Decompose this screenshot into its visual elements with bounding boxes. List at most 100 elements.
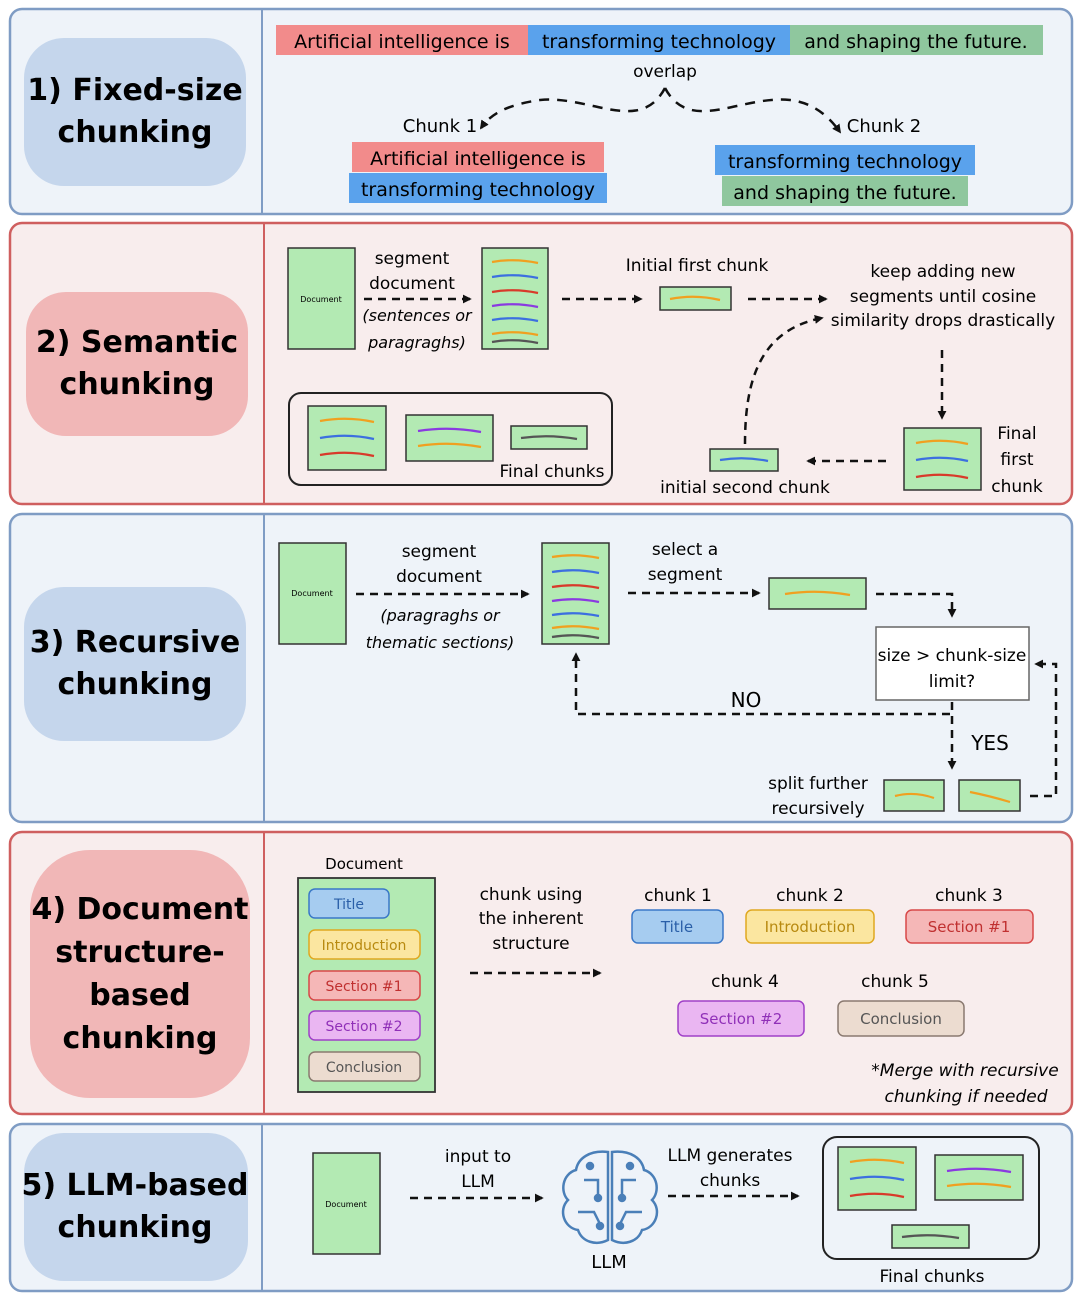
chunk-3-section-1-text: Section #1 — [928, 918, 1011, 936]
chunk-line — [915, 456, 969, 463]
llm-final-chunk-3 — [891, 1224, 970, 1249]
segment-line — [551, 625, 600, 631]
select-label-2: segment — [648, 565, 723, 585]
section-5-title-line2: chunking — [58, 1210, 213, 1245]
section-4-title-line1: 4) Document — [32, 892, 249, 927]
section-5-title-line1: 5) LLM-based — [22, 1168, 249, 1203]
final-first-chunk-box — [903, 427, 982, 491]
arrow-no-loop — [571, 652, 954, 716]
input-label-2: LLM — [461, 1172, 495, 1192]
no-label: NO — [731, 688, 762, 712]
highlight-green — [790, 25, 1043, 55]
split-label-1: split further — [768, 774, 868, 794]
chunk-1-line-2: transforming technology — [361, 179, 595, 201]
segment-line — [491, 303, 539, 309]
keep-line-3: similarity drops drastically — [831, 311, 1055, 331]
chunk-2-highlight-green — [722, 176, 968, 206]
section-4-title-line3: based — [89, 978, 190, 1013]
segment-label-2: document — [369, 274, 455, 294]
doc-item-introduction — [308, 929, 421, 960]
chunk-line — [520, 435, 578, 441]
split-chunk-1 — [883, 779, 945, 812]
chunk-5-conclusion — [837, 1000, 965, 1037]
section-4-title-line2: structure- — [55, 935, 224, 970]
select-label-1: select a — [652, 540, 718, 560]
section-2-title-line1: 2) Semantic — [36, 325, 238, 360]
section-document-structure: 4) Document structure- based chunking Do… — [8, 830, 1074, 1116]
chunk-1-line-1: Artificial intelligence is — [370, 148, 586, 170]
final-chunk-3 — [510, 425, 588, 450]
section-1-label-bubble — [24, 38, 246, 186]
chunk-line — [946, 1167, 1012, 1174]
chunk-1-title-text: Title — [660, 918, 693, 936]
chunk-line — [319, 417, 375, 424]
section-llm-based: 5) LLM-based chunking Document input to … — [8, 1122, 1074, 1293]
arrow-selected-to-decision — [876, 592, 957, 618]
chunk-line — [849, 1158, 905, 1165]
segment-line — [491, 289, 539, 295]
overlap-arrow-left — [479, 87, 667, 130]
overlap-label: overlap — [633, 62, 697, 82]
chunk-2-line-2: and shaping the future. — [733, 182, 956, 204]
chunk-5-conclusion-text: Conclusion — [860, 1010, 942, 1028]
initial-second-chunk-label: initial second chunk — [660, 478, 830, 498]
chunk-line — [719, 457, 769, 463]
sentence-part-3: and shaping the future. — [804, 31, 1027, 53]
doc-item-title-text: Title — [333, 897, 364, 913]
section-4-title-line4: chunking — [63, 1021, 218, 1056]
section-1-title-line1: 1) Fixed-size — [27, 73, 242, 108]
arrow-second-loop — [743, 314, 824, 445]
doc-item-section-1 — [308, 970, 421, 1001]
chunk-2-line-1: transforming technology — [728, 151, 962, 173]
segment-paren-1: (sentences or — [362, 306, 473, 325]
segment-line — [551, 584, 600, 590]
keep-line-2: segments until cosine — [850, 287, 1036, 307]
final-first-line-3: chunk — [991, 477, 1043, 497]
chunk-5-label: chunk 5 — [861, 972, 929, 992]
final-chunks-group — [288, 392, 613, 486]
document-box-label: Document — [300, 295, 341, 304]
chunk-2-introduction-text: Introduction — [765, 918, 856, 936]
llm-final-chunk-1 — [837, 1146, 917, 1211]
document-box — [278, 542, 347, 645]
chunk-line — [849, 1175, 905, 1182]
segment-paren-2: thematic sections) — [366, 633, 514, 652]
highlight-red — [276, 25, 528, 55]
doc-item-section-1-text: Section #1 — [325, 979, 402, 995]
segment-line — [784, 590, 851, 597]
final-first-line-2: first — [1000, 450, 1034, 470]
segment-line — [551, 554, 600, 560]
doc-item-title — [308, 888, 390, 919]
section-recursive: 3) Recursive chunking Document segment d… — [8, 512, 1074, 824]
segment-line — [551, 598, 600, 604]
arrow-recurse-back — [1030, 659, 1058, 798]
llm-final-chunks-group — [822, 1136, 1040, 1260]
llm-final-chunks-label: Final chunks — [880, 1267, 985, 1287]
segment-label-2: document — [396, 567, 482, 587]
chunk-1-title — [631, 909, 724, 944]
section-1-title-line2: chunking — [58, 115, 213, 150]
segment-label-1: segment — [402, 542, 477, 562]
chunk-line — [915, 439, 969, 446]
sentence-part-1: Artificial intelligence is — [294, 31, 510, 53]
chunk-using-line-3: structure — [492, 934, 569, 954]
chunk-line — [417, 442, 482, 449]
selected-segment-box — [768, 577, 867, 610]
overlap-arrow-right — [663, 87, 842, 134]
segment-line — [551, 634, 600, 640]
document-box — [287, 247, 356, 350]
chunk-4-label: chunk 4 — [711, 972, 779, 992]
chunk-line — [946, 1182, 1012, 1189]
section-4-label-bubble — [30, 850, 250, 1098]
decision-line-1: size > chunk-size — [878, 646, 1027, 666]
doc-structure-title: Document — [325, 855, 403, 873]
chunk-4-section-2-text: Section #2 — [700, 1010, 783, 1028]
section-fixed-size: 1) Fixed-size chunking Artificial intell… — [8, 7, 1074, 216]
doc-item-section-2-text: Section #2 — [325, 1019, 402, 1035]
section-3-title-line1: 3) Recursive — [30, 625, 240, 660]
chunk-line — [901, 1234, 960, 1240]
doc-item-section-2 — [308, 1010, 421, 1041]
chunk-line — [969, 790, 1011, 804]
final-chunk-1 — [307, 405, 387, 471]
section-3-label-bubble — [24, 587, 246, 741]
